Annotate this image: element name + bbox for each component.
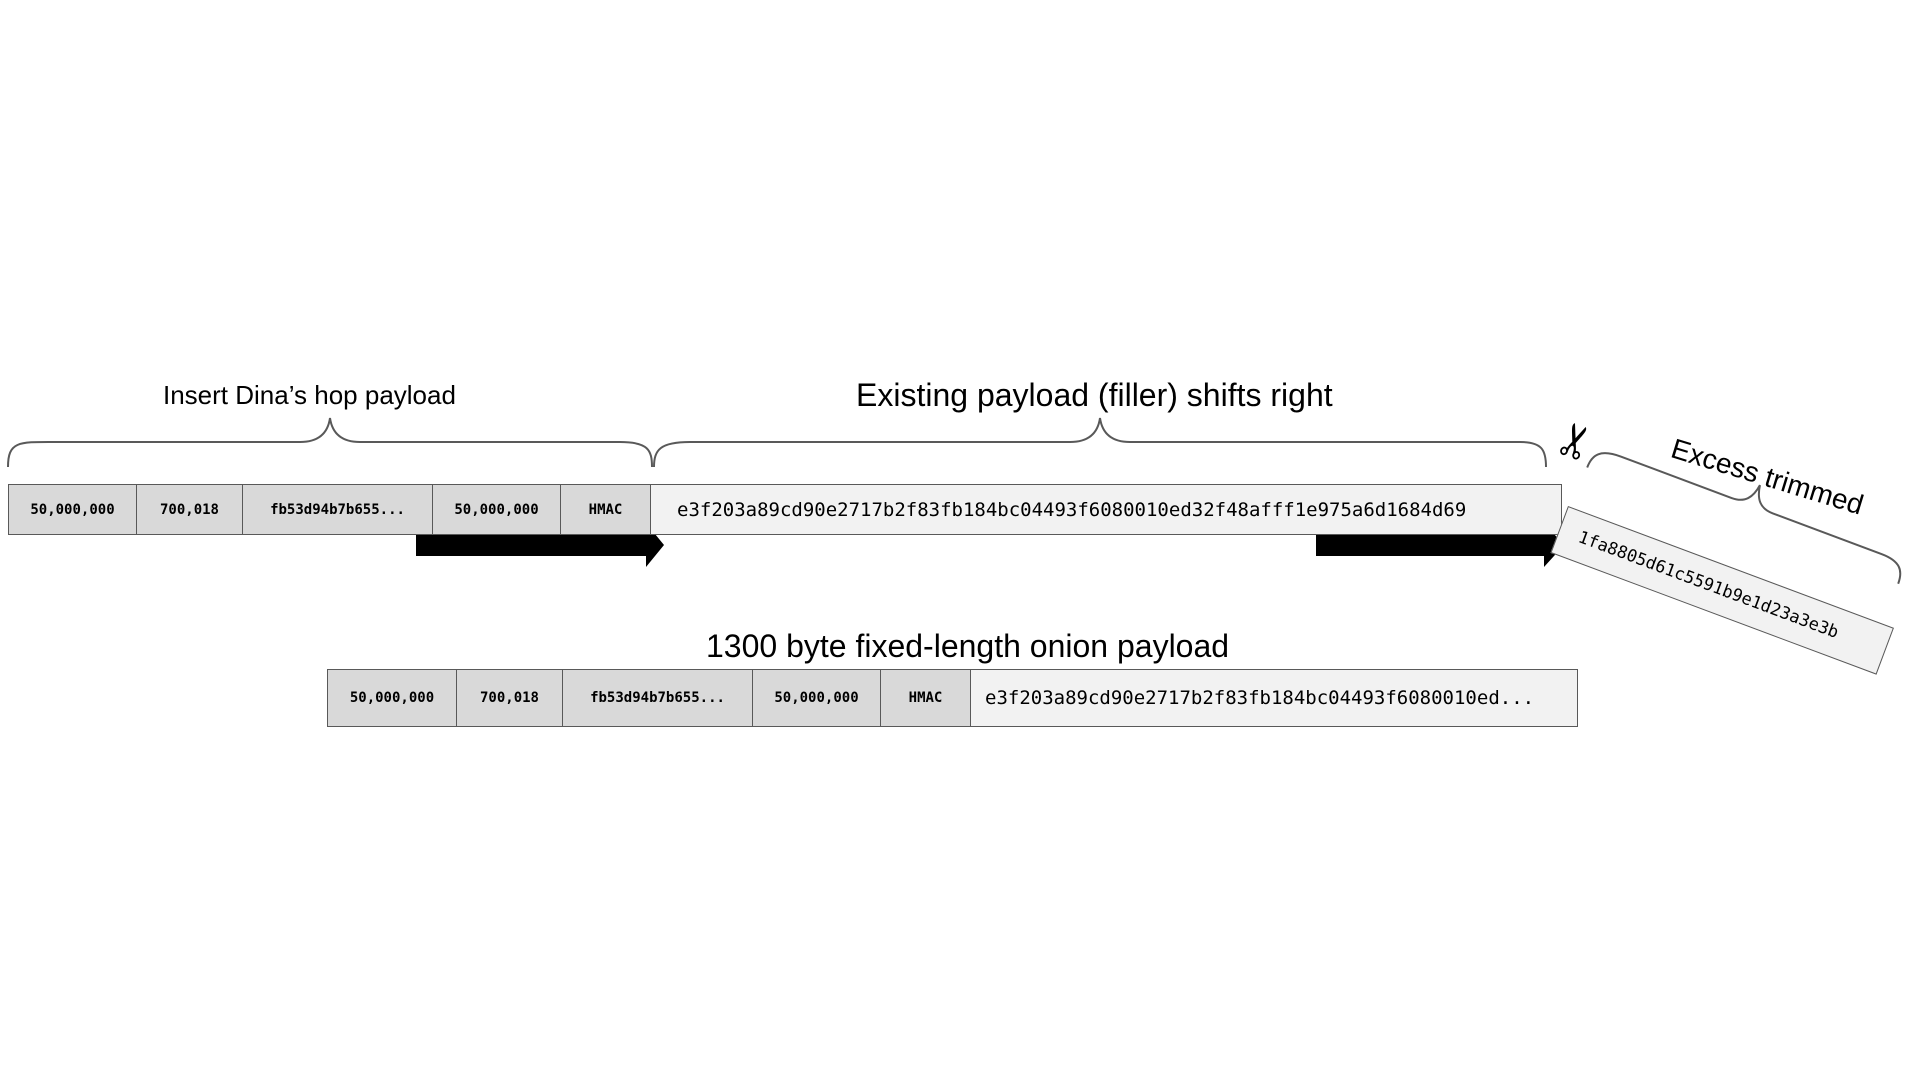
amount-cell: 50,000,000: [8, 484, 137, 535]
existing-label: Existing payload (filler) shifts right: [856, 377, 1333, 413]
amount-cell: 50,000,000: [752, 669, 881, 727]
filler-cell: e3f203a89cd90e2717b2f83fb184bc04493f6080…: [650, 484, 1562, 535]
channel-id-cell: fb53d94b7b655...: [562, 669, 753, 727]
filler-cell: e3f203a89cd90e2717b2f83fb184bc04493f6080…: [970, 669, 1578, 727]
channel-id-cell: fb53d94b7b655...: [242, 484, 433, 535]
existing-brace: [653, 417, 1547, 468]
insert-brace: [7, 417, 653, 468]
hmac-cell: HMAC: [560, 484, 651, 535]
cltv-cell: 700,018: [136, 484, 243, 535]
fixed-length-label: 1300 byte fixed-length onion payload: [706, 628, 1230, 664]
insert-label: Insert Dina’s hop payload: [163, 380, 456, 410]
cltv-cell: 700,018: [456, 669, 563, 727]
amount-cell: 50,000,000: [327, 669, 457, 727]
amount-cell: 50,000,000: [432, 484, 561, 535]
hmac-cell: HMAC: [880, 669, 971, 727]
trimmed-brace: [1586, 452, 1902, 585]
